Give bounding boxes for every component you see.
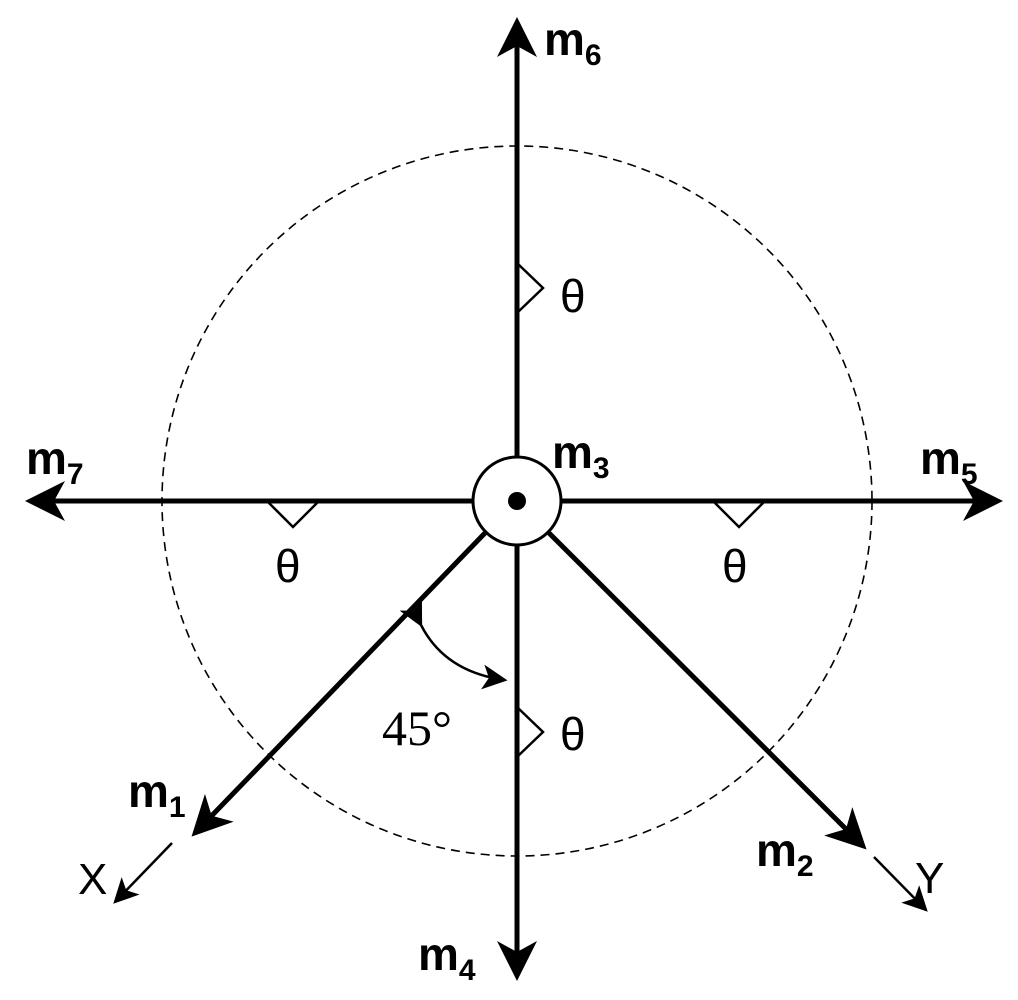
theta-marker-right bbox=[713, 501, 765, 529]
axis-y bbox=[873, 856, 928, 912]
theta-label-left: θ bbox=[275, 540, 301, 592]
theta-label-bottom: θ bbox=[560, 708, 586, 760]
theta-label-top: θ bbox=[560, 270, 586, 322]
label-m6: m6 bbox=[544, 13, 602, 72]
label-m3: m3 bbox=[552, 426, 610, 485]
label-m2: m2 bbox=[756, 824, 814, 883]
theta-marker-bottom bbox=[517, 707, 545, 757]
angle-label: 45° bbox=[382, 700, 452, 756]
axis-x bbox=[113, 842, 173, 904]
label-m1: m1 bbox=[128, 765, 186, 824]
label-y-axis: Y bbox=[915, 854, 944, 903]
arrow-m2 bbox=[547, 531, 867, 850]
theta-marker-left bbox=[267, 501, 319, 529]
label-m5: m5 bbox=[920, 432, 978, 491]
label-x-axis: X bbox=[78, 855, 107, 904]
theta-label-right: θ bbox=[722, 540, 748, 592]
center-dot bbox=[508, 492, 526, 510]
angle-arc bbox=[399, 599, 508, 690]
theta-marker-top bbox=[517, 263, 545, 313]
label-m7: m7 bbox=[26, 432, 84, 491]
label-m4: m4 bbox=[418, 928, 476, 987]
arrow-m1 bbox=[191, 531, 487, 837]
